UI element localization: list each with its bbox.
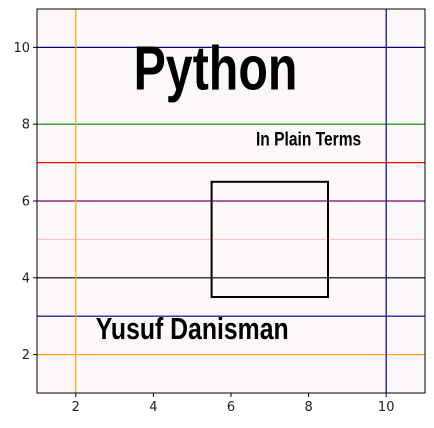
horizontal-lines (37, 46, 425, 356)
y-tick-label: 10 (13, 41, 30, 56)
y-tick-label: 4 (22, 271, 30, 286)
title-python: Python (134, 34, 298, 103)
subtitle-in-plain-terms: In Plain Terms (256, 128, 361, 150)
x-tick-label: 8 (304, 400, 312, 415)
y-tick-label: 8 (22, 118, 30, 133)
vertical-lines (75, 9, 387, 393)
x-tick-label: 10 (378, 400, 395, 415)
x-axis: 2 4 6 8 10 (72, 393, 395, 415)
author-name: Yusuf Danisman (96, 312, 289, 346)
x-tick-label: 6 (227, 400, 235, 415)
rectangle-box (210, 180, 330, 298)
y-tick-label: 6 (22, 195, 30, 210)
y-tick-label: 2 (22, 348, 30, 363)
x-tick-label: 2 (72, 400, 80, 415)
y-axis: 2 4 6 8 10 (13, 41, 37, 363)
x-tick-label: 4 (149, 400, 157, 415)
